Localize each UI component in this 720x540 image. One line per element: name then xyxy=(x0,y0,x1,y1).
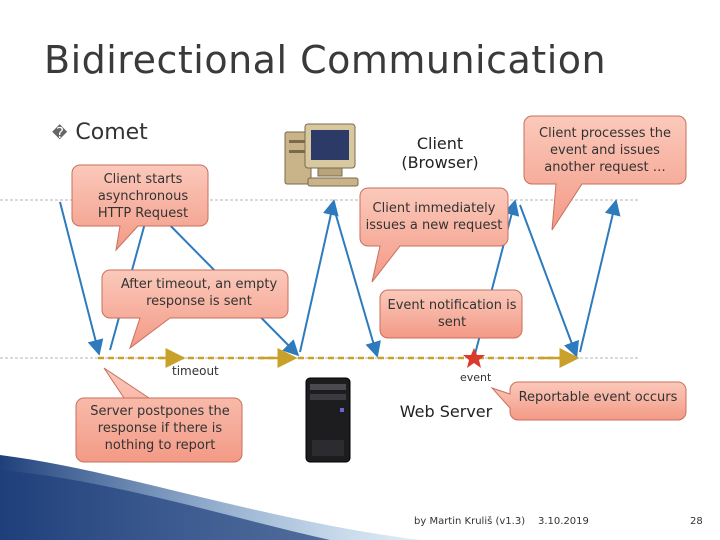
callout-server-postpones xyxy=(75,367,243,463)
response-arrow-2 xyxy=(299,199,339,353)
callout-client-immediately xyxy=(359,187,509,283)
web-server-label: Web Server xyxy=(399,402,493,421)
bullet-text: Comet xyxy=(75,120,148,145)
callout-event-notification-text: Event notification is sent xyxy=(387,298,517,330)
callout-client-immediately-text: Client immediately issues a new request xyxy=(365,201,503,233)
callout-server-postpones-text: Server postpones the response if there i… xyxy=(90,403,230,453)
callout-reportable-event-text: Reportable event occurs xyxy=(518,389,678,405)
client-label: Client (Browser) xyxy=(401,134,479,172)
callout-after-timeout-text: After timeout, an empty response is sent xyxy=(120,277,278,309)
client-computer-icon xyxy=(284,123,359,187)
footer-page-number: 28 xyxy=(690,516,703,527)
request-arrow-1 xyxy=(59,201,104,356)
callout-client-starts-text: Client starts asynchronous HTTP Request xyxy=(97,171,189,221)
request-arrow-4 xyxy=(519,204,579,358)
footer-author: by Martin Kruliš (v1.3) xyxy=(414,516,526,527)
callout-reportable-event xyxy=(490,381,687,421)
response-arrow-4 xyxy=(579,199,621,353)
footer-date: 3.10.2019 xyxy=(538,516,589,527)
callout-client-processes xyxy=(523,115,687,231)
callout-after-timeout xyxy=(101,269,289,350)
timeout-label: timeout xyxy=(172,364,219,378)
event-label: event xyxy=(460,371,492,384)
slide-title: Bidirectional Communication xyxy=(44,38,607,82)
callout-client-processes-text: Client processes the event and issues an… xyxy=(539,125,671,175)
callout-client-starts xyxy=(71,164,209,252)
request-arrow-3 xyxy=(332,204,381,358)
event-star-icon xyxy=(463,348,485,368)
callout-event-notification xyxy=(379,289,523,339)
bullet-glyph: � xyxy=(52,123,68,142)
web-server-icon xyxy=(305,377,351,463)
bullet-comet: � Comet xyxy=(52,120,148,145)
